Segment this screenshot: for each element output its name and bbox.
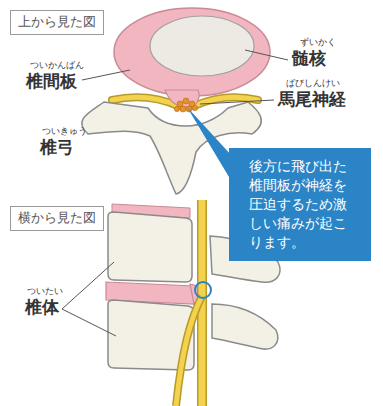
part-name: 馬尾神経 — [278, 90, 346, 109]
ruby-reading: ついたい — [27, 287, 63, 297]
ruby-reading: ついきゅう — [42, 127, 87, 137]
callout-box: 後方に飛び出た椎間板が神経を圧迫するため激しい痛みが起こります。 — [229, 148, 371, 261]
part-name: 椎体 — [25, 298, 59, 317]
view-label-box: 上から見た図 — [10, 10, 104, 35]
view-label-box: 横から見た図 — [10, 206, 104, 231]
part-name: 椎弓 — [40, 138, 74, 157]
ruby-reading: ばびしんけい — [286, 79, 340, 89]
ruby-reading: ずいかく — [300, 38, 336, 48]
box-text: 後方に飛び出た椎間板が神経を圧迫するため激しい痛みが起こります。 — [249, 157, 351, 252]
box-text: 上から見た図 — [18, 14, 96, 31]
part-name: 椎間板 — [26, 72, 77, 91]
box-text: 横から見た図 — [18, 210, 96, 227]
ruby-reading: ついかんばん — [30, 61, 84, 71]
part-name: 髄核 — [292, 49, 326, 68]
